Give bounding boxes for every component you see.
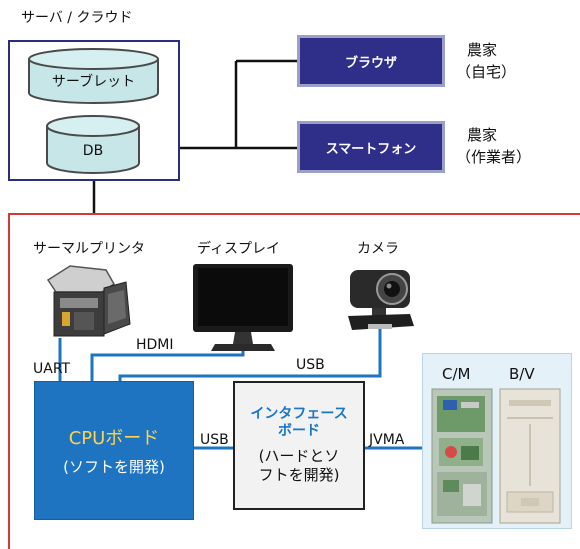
- smartphone-user-line2: （作業者）: [456, 148, 532, 166]
- jvma-label: JVMA: [369, 432, 405, 448]
- display-monitor-image: [193, 264, 293, 351]
- coin-mech-label: C/M: [442, 365, 471, 383]
- server-title: サーバ / クラウド: [21, 10, 133, 26]
- bill-validator-image: [499, 388, 561, 524]
- coin-mech-image: [431, 388, 493, 524]
- usb-camera-label: USB: [296, 357, 325, 373]
- camera-label: カメラ: [357, 241, 399, 257]
- hdmi-label: HDMI: [136, 337, 174, 353]
- db-cylinder: [46, 115, 140, 174]
- browser-user-line2: （自宅）: [456, 63, 517, 81]
- interface-board: インタフェース ボード (ハードとソ フトを開発): [233, 381, 365, 510]
- uart-label: UART: [33, 361, 71, 377]
- interface-board-sub-line1: (ハードとソ: [258, 446, 340, 465]
- browser-box: ブラウザ: [297, 35, 445, 87]
- camera-image: [348, 270, 414, 330]
- usb-board-label: USB: [200, 432, 229, 448]
- printer-label: サーマルプリンタ: [33, 241, 145, 257]
- servlet-cylinder: [28, 48, 159, 104]
- servlet-label: サーブレット: [51, 74, 136, 90]
- thermal-printer-image: [46, 265, 131, 337]
- interface-board-title-line2: ボード: [278, 423, 320, 439]
- display-label: ディスプレイ: [197, 241, 281, 257]
- smartphone-user-line1: 農家: [467, 126, 498, 144]
- local-system-frame: [8, 213, 580, 549]
- cpu-board: CPUボード (ソフトを開発): [34, 381, 194, 520]
- interface-board-sub-line2: フトを開発): [258, 466, 340, 484]
- bill-validator-label: B/V: [509, 365, 535, 383]
- interface-board-title-line1: インタフェース: [250, 405, 348, 422]
- browser-user-line1: 農家: [467, 41, 498, 59]
- smartphone-box: スマートフォン: [297, 121, 445, 173]
- cpu-board-title: CPUボード: [68, 428, 160, 449]
- cpu-board-subtitle: (ソフトを開発): [63, 458, 165, 476]
- db-label: DB: [82, 143, 104, 159]
